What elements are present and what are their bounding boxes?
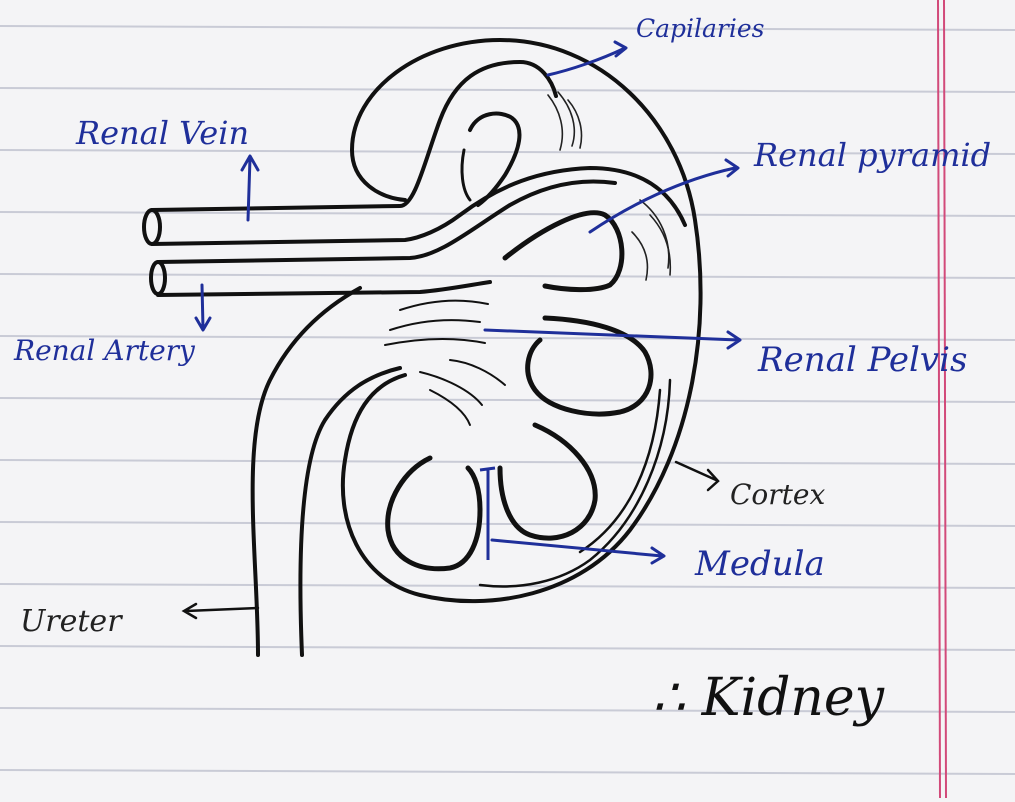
renal-pelvis-lines (385, 301, 505, 425)
renal-artery-tube (151, 181, 615, 295)
arrow-renal-artery (196, 285, 210, 330)
label-medula: Medula (695, 544, 825, 584)
arrow-medula (492, 540, 664, 563)
label-ureter: Ureter (20, 604, 122, 639)
vessel-loop-inner (462, 150, 470, 200)
label-capillaries: Capilaries (636, 14, 765, 43)
kidney-outline (343, 40, 701, 601)
ureter-tube (253, 288, 400, 655)
label-renal-pyramid: Renal pyramid (754, 136, 991, 174)
vessel-loop (470, 114, 519, 205)
arrow-ureter (184, 604, 258, 618)
label-cortex: Cortex (730, 478, 825, 511)
label-renal-pelvis: Renal Pelvis (758, 340, 967, 380)
margin-line (938, 0, 946, 798)
label-renal-artery: Renal Artery (14, 334, 195, 367)
pyramid-lower-left (388, 458, 480, 569)
label-renal-vein: Renal Vein (76, 114, 249, 152)
therefore-symbol: ∴ (652, 668, 685, 728)
renal-pyramids (388, 213, 651, 569)
arrow-cortex (676, 462, 718, 490)
title-text: Kidney (702, 668, 884, 728)
diagram-title: ∴ Kidney (652, 668, 884, 728)
pyramid-lower-right (500, 425, 595, 538)
arrow-capillaries (548, 42, 626, 75)
